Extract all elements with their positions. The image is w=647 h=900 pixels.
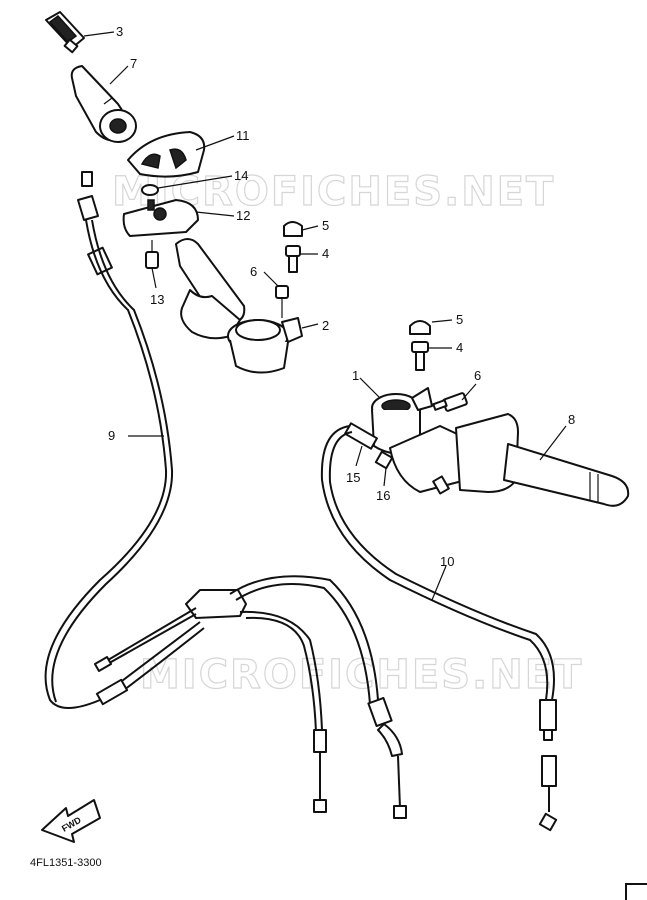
- part-6-bolt-upper: [275, 285, 289, 318]
- cable-junction: [93, 575, 379, 733]
- callout-9: 9: [108, 428, 115, 443]
- part-12-lower-housing: [122, 199, 199, 237]
- callout-11: 11: [236, 128, 250, 143]
- callout-7: 7: [130, 56, 137, 71]
- callout-13: 13: [150, 292, 164, 307]
- part-5-cap-upper: [283, 221, 303, 237]
- callouts: 3 7 11 14 12 13 5 4 6 2 5 4 1 6 8 9 10 1…: [108, 24, 575, 569]
- part-8-left-grip: [455, 413, 630, 507]
- callout-6-upper: 6: [250, 264, 257, 279]
- part-2-throttle-tube: [175, 238, 303, 374]
- part-14-washer: [141, 184, 159, 196]
- fwd-arrow-icon: FWD: [41, 799, 101, 843]
- callout-15: 15: [346, 470, 360, 485]
- leader-lines: [83, 31, 567, 601]
- part-3-grip-end: [45, 11, 85, 54]
- cable-end-left: [313, 729, 327, 813]
- part-4-screw-upper: [285, 245, 301, 273]
- callout-5-lower: 5: [456, 312, 463, 327]
- callout-6-lower: 6: [474, 368, 481, 383]
- part-6-bolt-lower: [432, 392, 468, 412]
- callout-3: 3: [116, 24, 123, 39]
- part-4-screw-lower: [411, 341, 429, 371]
- part-9-throttle-cable: [44, 171, 174, 709]
- part-10-clutch-cable: [320, 425, 558, 832]
- callout-4-upper: 4: [322, 246, 329, 261]
- callout-8: 8: [568, 412, 575, 427]
- cable-end-right: [367, 696, 407, 819]
- callout-10: 10: [440, 554, 454, 569]
- callout-16: 16: [376, 488, 390, 503]
- callout-1: 1: [352, 368, 359, 383]
- callout-14: 14: [234, 168, 248, 183]
- callout-5-upper: 5: [322, 218, 329, 233]
- callout-2: 2: [322, 318, 329, 333]
- part-15-cable-adjuster: [344, 422, 378, 450]
- part-16-locknut: [374, 450, 394, 470]
- part-1-switch-housing: [371, 387, 471, 495]
- callout-12: 12: [236, 208, 250, 223]
- part-7-throttle-grip: [70, 65, 137, 143]
- watermark-bottom: MICROFICHES.NET: [140, 652, 583, 698]
- part-5-cap-lower: [409, 320, 431, 335]
- part-13-screw: [145, 240, 159, 269]
- callout-4-lower: 4: [456, 340, 463, 355]
- diagram-code: 4FL1351-3300: [30, 857, 102, 869]
- corner-bracket: [625, 883, 647, 900]
- part-11-upper-housing: [127, 131, 206, 178]
